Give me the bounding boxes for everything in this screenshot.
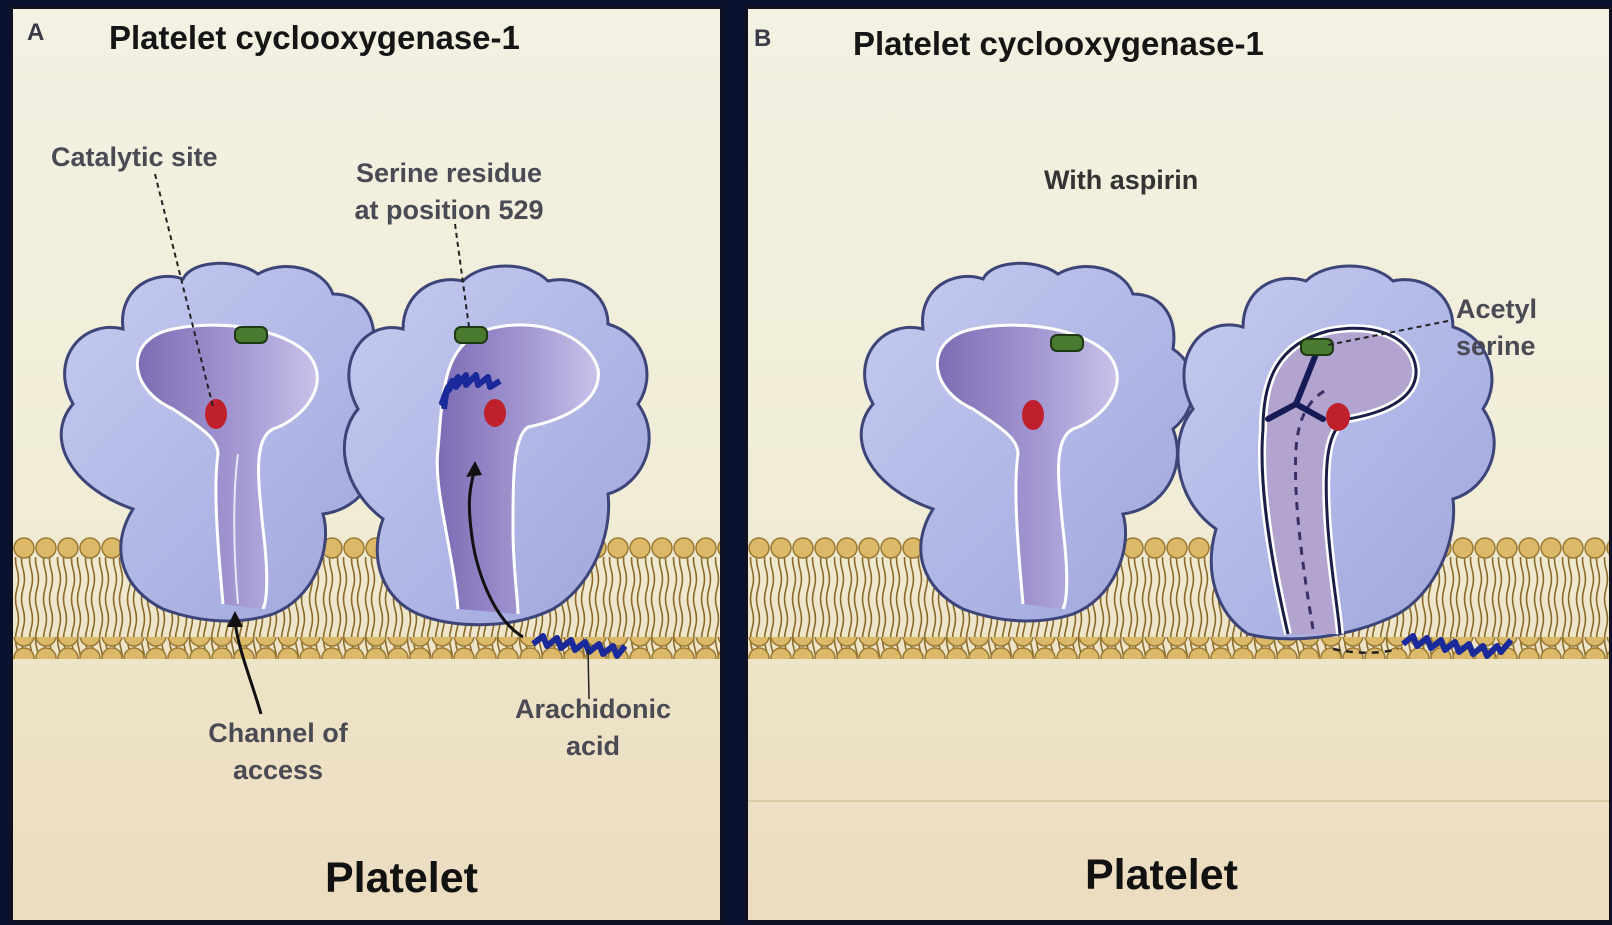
catalytic-site-right bbox=[484, 399, 506, 427]
serine-right bbox=[455, 327, 487, 343]
label-arachidonic-line2: acid bbox=[483, 728, 703, 765]
panel-b: B Platelet cyclooxygenase-1 With aspirin… bbox=[745, 6, 1612, 923]
panel-letter: B bbox=[754, 25, 771, 53]
label-platelet: Platelet bbox=[325, 854, 478, 903]
label-serine-residue: Serine residue at position 529 bbox=[319, 155, 579, 229]
label-arachidonic-line1: Arachidonic bbox=[483, 691, 703, 728]
panel-b-illustration bbox=[748, 9, 1612, 923]
label-platelet: Platelet bbox=[1085, 851, 1238, 900]
membrane-heads-top bbox=[748, 537, 1612, 559]
label-acetyl-serine: Acetyl serine bbox=[1456, 291, 1537, 365]
label-channel-line1: Channel of bbox=[178, 715, 378, 752]
panel-a: A Platelet cyclooxygenase-1 Catalytic si… bbox=[10, 6, 723, 923]
label-arachidonic-acid: Arachidonic acid bbox=[483, 691, 703, 765]
serine-left bbox=[235, 327, 267, 343]
label-acetyl-line1: Acetyl bbox=[1456, 291, 1537, 328]
panel-letter: A bbox=[27, 19, 44, 47]
label-catalytic-site: Catalytic site bbox=[51, 139, 218, 176]
panel-title: Platelet cyclooxygenase-1 bbox=[109, 19, 520, 57]
catalytic-site-right bbox=[1326, 403, 1350, 431]
catalytic-site-left bbox=[1022, 400, 1044, 430]
label-serine-line1: Serine residue bbox=[319, 155, 579, 192]
panel-title: Platelet cyclooxygenase-1 bbox=[853, 25, 1264, 63]
serine-left bbox=[1051, 335, 1083, 351]
label-serine-line2: at position 529 bbox=[319, 192, 579, 229]
label-channel-of-access: Channel of access bbox=[178, 715, 378, 789]
acetyl-serine bbox=[1301, 339, 1333, 355]
label-acetyl-line2: serine bbox=[1456, 328, 1537, 365]
label-channel-line2: access bbox=[178, 752, 378, 789]
catalytic-site-left bbox=[205, 399, 227, 429]
label-with-aspirin: With aspirin bbox=[1044, 162, 1198, 199]
